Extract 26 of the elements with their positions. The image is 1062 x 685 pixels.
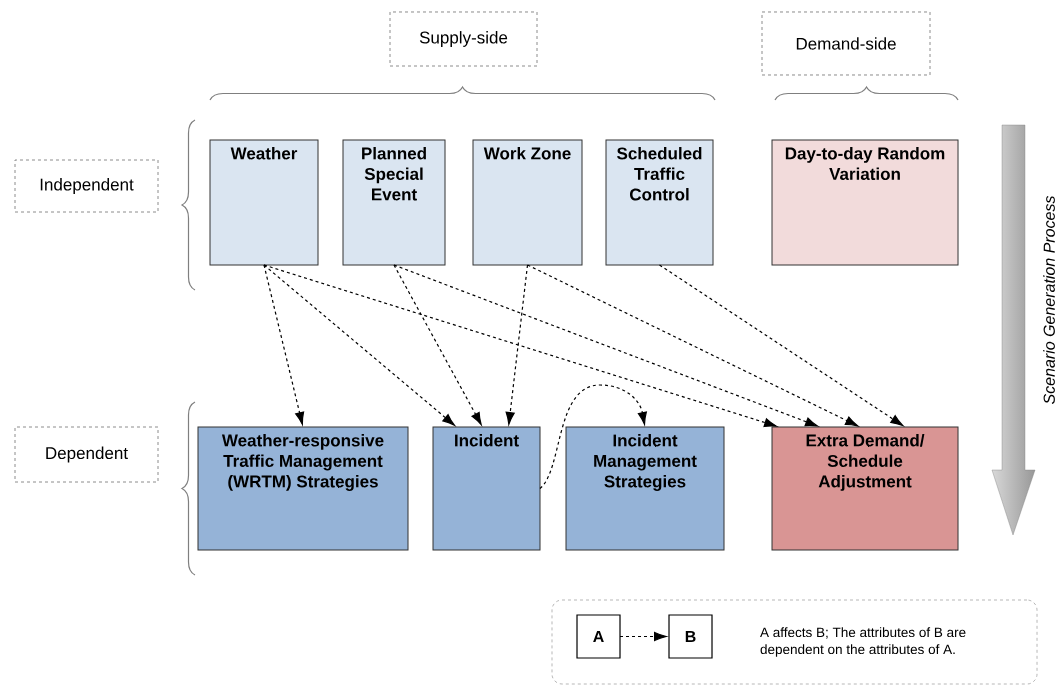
dashed-arrow xyxy=(619,631,667,642)
factor-box: Planned Special Event xyxy=(342,139,446,266)
category-box: Independent xyxy=(14,159,159,213)
dashed-arrow xyxy=(505,264,529,425)
dashed-arrow xyxy=(526,264,859,427)
category-box: Demand-side xyxy=(761,11,931,76)
dashed-arrow xyxy=(263,264,305,425)
category-box: Supply-side xyxy=(389,11,538,67)
dashed-arrow xyxy=(393,264,819,427)
factor-box: Incident xyxy=(432,426,541,551)
factor-box: Extra Demand/ Schedule Adjustment xyxy=(771,426,959,551)
dashed-arrow xyxy=(658,264,904,427)
dashed-arrow xyxy=(263,264,455,426)
example-box: B xyxy=(668,614,713,659)
factor-box: Incident Management Strategies xyxy=(565,426,725,551)
rotated-label: Scenario Generation Process xyxy=(1043,195,1055,405)
category-box: Dependent xyxy=(14,426,159,483)
dashed-arrow xyxy=(539,384,647,490)
example-box: A xyxy=(576,614,621,659)
dashed-arrow xyxy=(263,264,777,428)
factor-box: Day-to-day Random Variation xyxy=(771,139,959,266)
dashed-arrow xyxy=(393,264,482,426)
factor-box: Scheduled Traffic Control xyxy=(605,139,714,266)
factor-box: Weather xyxy=(209,139,319,266)
factor-box: Weather-responsive Traffic Management (WRTM) Strategies xyxy=(197,426,409,551)
factor-box: Work Zone xyxy=(472,139,583,266)
